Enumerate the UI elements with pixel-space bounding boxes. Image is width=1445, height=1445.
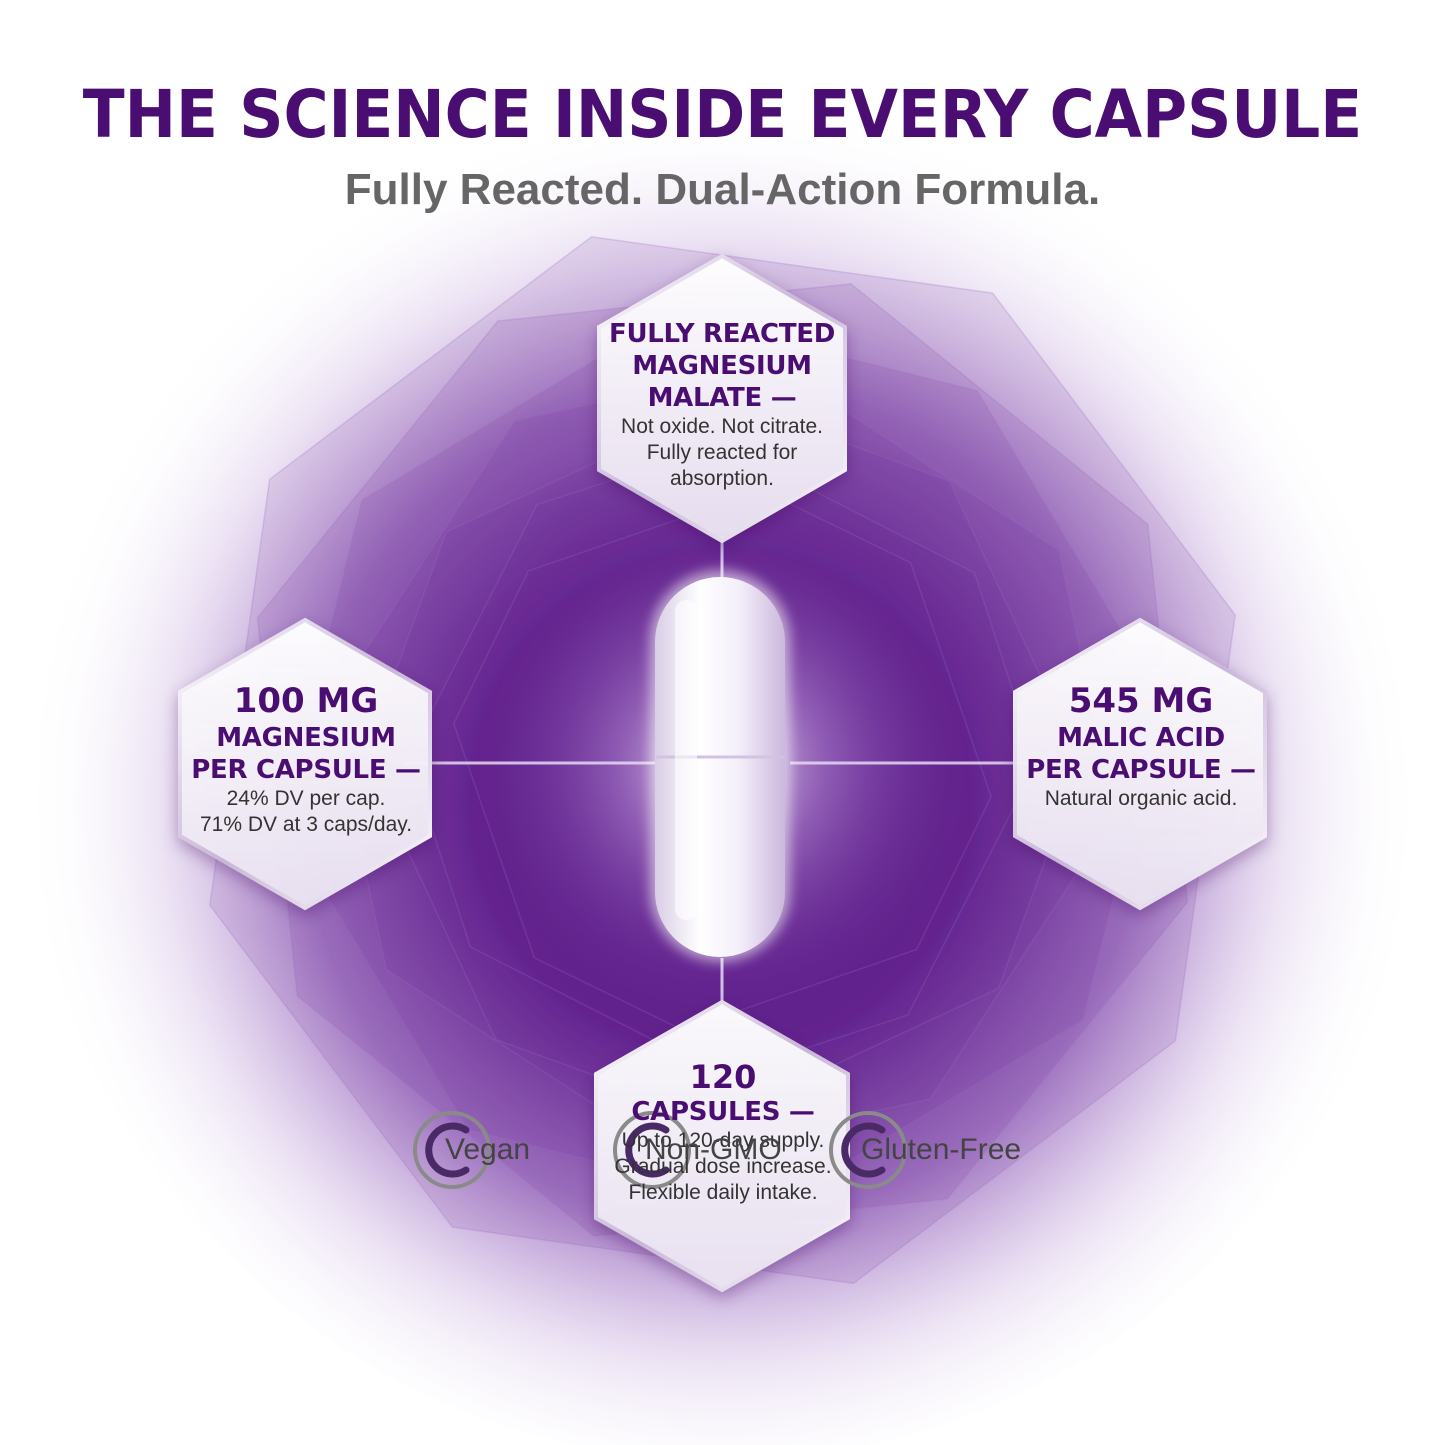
callout-right: 545 MG MALIC ACID PER CAPSULE — Natural … [1010,680,1272,812]
callout-left-title-2: PER CAPSULE — [191,755,421,785]
c-ring-icon [829,1111,907,1189]
hex-right [1013,617,1267,911]
callout-bottom-title-1: CAPSULES — [631,1097,815,1127]
callout-top-title-1: FULLY REACTED [609,319,835,349]
callout-top: FULLY REACTED MAGNESIUM MALATE — Not oxi… [592,318,852,492]
badge-gluten-free-label: Gluten-Free [861,1133,1022,1166]
callout-top-title-2: MAGNESIUM [632,351,812,381]
page-title: THE SCIENCE INSIDE EVERY CAPSULE [82,76,1363,153]
callout-bottom-amount: 120 [689,1058,757,1096]
callout-top-title-3: MALATE — [647,383,797,413]
capsule [650,570,790,962]
callout-left-amount: 100 MG [233,681,379,721]
c-ring-icon [613,1111,691,1189]
callout-top-desc-1: Not oxide. Not citrate. [621,415,823,438]
callout-bottom-desc-1: Up to 120-day supply. [621,1129,825,1152]
badge-non-gmo-label: Non-GMO [645,1133,782,1166]
hex-bottom [594,999,850,1293]
callout-right-desc-1: Natural organic acid. [1044,787,1238,810]
callout-bottom-desc-2: Gradual dose increase. [614,1155,832,1178]
callout-top-desc-2: Fully reacted for [646,441,798,464]
c-ring-icon [413,1111,491,1189]
callout-right-amount: 545 MG [1068,681,1214,721]
callout-left: 100 MG MAGNESIUM PER CAPSULE — 24% DV pe… [175,680,437,838]
badge-rings [413,1111,907,1189]
hex-left [178,617,432,911]
callout-bottom-desc-3: Flexible daily intake. [628,1181,818,1204]
page-subtitle: Fully Reacted. Dual-Action Formula. [344,165,1101,214]
callout-top-desc-3: absorption. [670,467,774,490]
callout-right-title-2: PER CAPSULE — [1026,755,1256,785]
callout-bottom: 120 CAPSULES — Up to 120-day supply. Gra… [592,1058,854,1206]
callout-left-title-1: MAGNESIUM [216,723,396,753]
callout-left-desc-1: 24% DV per cap. [226,787,386,810]
callout-left-desc-2: 71% DV at 3 caps/day. [199,813,413,836]
badge-vegan-label: Vegan [445,1133,531,1166]
callout-right-title-1: MALIC ACID [1057,723,1225,753]
hex-top [597,253,847,544]
